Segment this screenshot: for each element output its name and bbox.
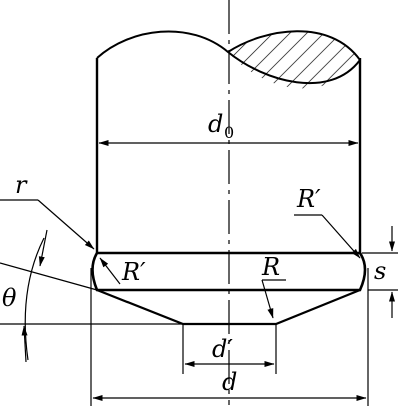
leader-r (0, 199, 95, 250)
leader-R-prime-right (294, 214, 361, 259)
leader-R (261, 279, 286, 319)
label-R: R (261, 253, 280, 281)
label-d0-subscript: 0 (224, 123, 234, 142)
label-theta: θ (2, 284, 17, 312)
label-s: s (374, 257, 386, 285)
dimension-s (362, 226, 398, 318)
angle-theta (0, 229, 183, 363)
dimension-d-prime (182, 324, 277, 374)
label-d: d (222, 368, 237, 396)
label-d-prime: d′ (212, 335, 233, 363)
chamfer-cone (96, 288, 361, 326)
section-hatching (228, 31, 360, 89)
leader-R-prime-left (99, 257, 121, 285)
label-r: r (15, 171, 28, 199)
dimension-d (90, 268, 369, 406)
head (91, 251, 367, 326)
label-R-prime-right: R′ (296, 185, 321, 213)
label-R-prime-left: R′ (121, 258, 146, 286)
label-d0: d (208, 110, 223, 138)
